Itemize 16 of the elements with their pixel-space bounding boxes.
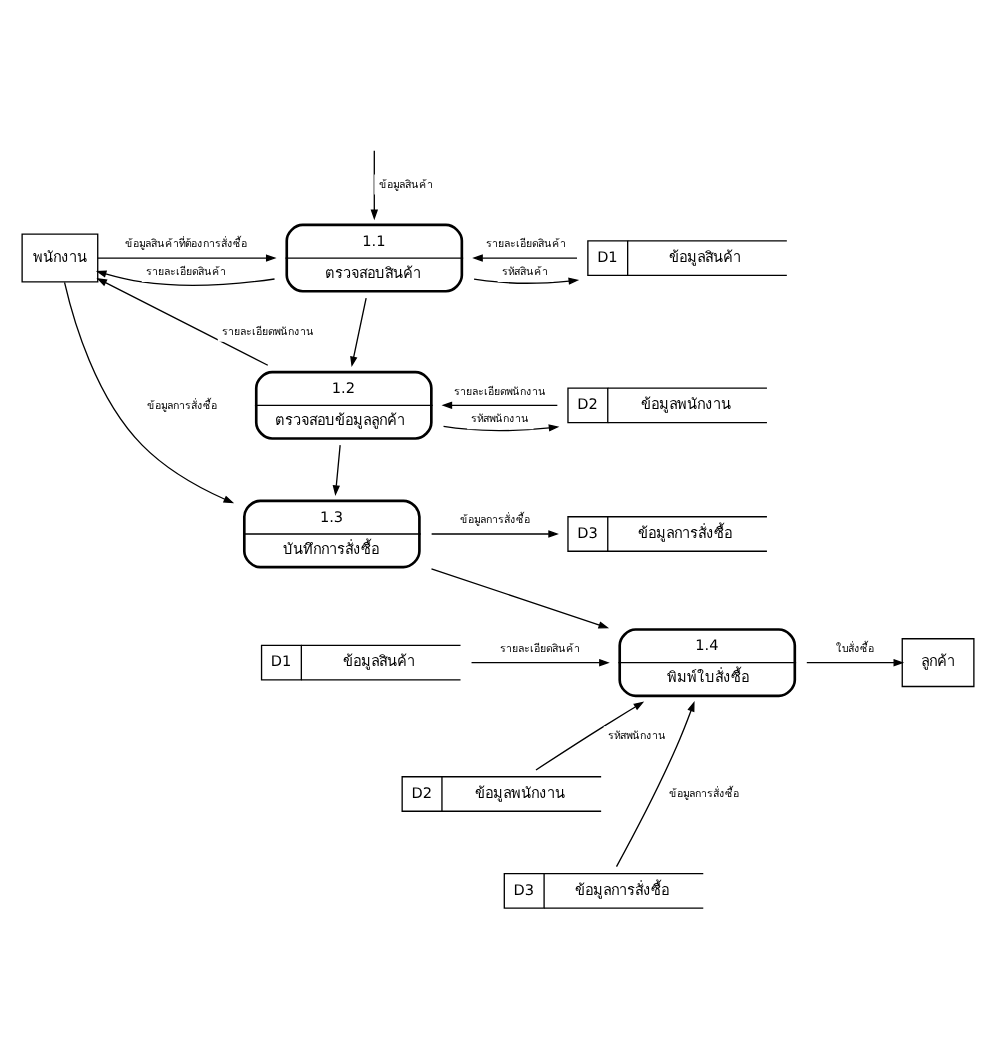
arrow <box>473 276 580 284</box>
arrow <box>535 700 645 770</box>
arrow <box>95 269 276 285</box>
arrow <box>472 253 578 261</box>
arrow <box>332 443 341 495</box>
arrow <box>430 567 610 628</box>
arrow <box>97 253 277 261</box>
arrow <box>615 699 695 867</box>
arrow <box>442 423 560 431</box>
arrow <box>96 277 269 365</box>
arrow <box>441 400 558 409</box>
arrow <box>350 296 367 367</box>
arrow <box>806 657 905 666</box>
arrow <box>470 657 610 666</box>
arrow <box>63 280 235 503</box>
arrow <box>430 529 559 537</box>
